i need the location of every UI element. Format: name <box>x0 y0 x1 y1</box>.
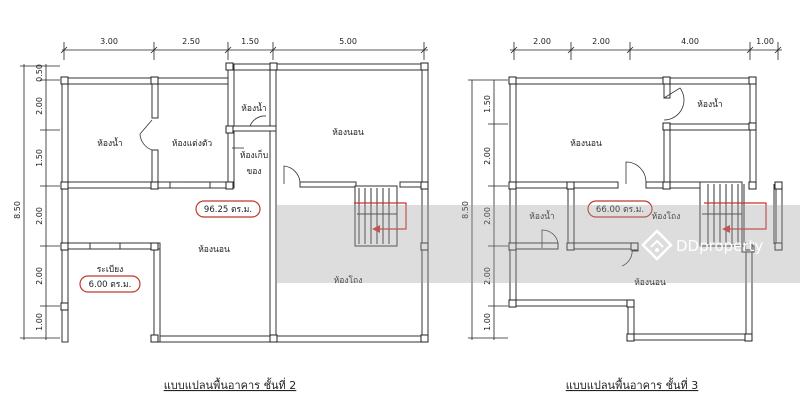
room-dressing: ห้องแต่งตัว <box>172 138 213 149</box>
balcony-area-badge-text: 6.00 ตร.ม. <box>89 280 132 290</box>
dim-top-1: 2.00 <box>533 37 551 46</box>
dim-left-3: 1.50 <box>35 149 44 167</box>
room-bedroom-1: ห้องนอน <box>570 138 602 149</box>
dim-top-4: 1.00 <box>756 37 774 46</box>
dim-left-total: 8.50 <box>461 201 470 219</box>
watermark: DDproperty <box>275 205 800 283</box>
left-dimensions-floor-3: 1.50 2.00 2.00 2.00 1.00 8.50 <box>461 79 508 340</box>
room-bathroom-2: ห้องน้ำ <box>529 210 554 222</box>
room-hall: ห้องโถง <box>334 275 363 286</box>
area-badge-floor-2 <box>195 200 261 218</box>
room-storage-line-1: ห้องเก็บ <box>240 149 268 161</box>
area-badge-floor-2-text: 96.25 ตร.ม. <box>204 205 252 215</box>
doors-floor-3 <box>541 87 685 267</box>
top-dimensions-floor-2: 3.00 2.50 1.50 5.00 <box>60 37 428 60</box>
floor-plan-2: 3.00 2.50 1.50 5.00 0.50 2.00 1.50 2.00 … <box>13 37 429 392</box>
top-dimensions-floor-3: 2.00 2.00 4.00 1.00 <box>510 37 782 60</box>
dim-left-3: 2.00 <box>483 207 492 225</box>
columns-floor-2 <box>60 62 429 343</box>
room-storage-line-2: ของ <box>246 167 261 177</box>
room-bathroom-1: ห้องน้ำ <box>97 137 122 149</box>
dim-top-1: 3.00 <box>100 37 118 46</box>
dim-left-total: 8.50 <box>13 201 22 219</box>
dim-top-2: 2.00 <box>592 37 610 46</box>
room-bedroom-2: ห้องนอน <box>634 277 666 288</box>
balcony-area-badge <box>79 275 141 293</box>
dim-left-1: 1.50 <box>483 95 492 113</box>
dim-left-1: 0.50 <box>35 64 44 82</box>
arrow-head-left-icon <box>372 225 380 233</box>
dim-top-2: 2.50 <box>182 37 200 46</box>
doors-floor-2 <box>89 115 301 249</box>
caption-floor-3: แบบแปลนพื้นอาคาร ชั้นที่ 3 <box>566 377 699 392</box>
room-bathroom: ห้องน้ำ <box>697 98 722 110</box>
dim-left-4: 2.00 <box>35 207 44 225</box>
room-balcony: ระเบียง <box>97 264 124 275</box>
dim-left-5: 1.00 <box>483 313 492 331</box>
room-bathroom-2: ห้องน้ำ <box>241 102 266 114</box>
arrow-head-left-icon <box>722 225 730 233</box>
left-dimensions-floor-2: 0.50 2.00 1.50 2.00 2.00 1.00 8.50 <box>13 64 60 340</box>
area-badge-floor-3-text: 66.00 ตร.ม. <box>596 205 644 215</box>
watermark-text: DDproperty <box>676 237 763 255</box>
dim-top-3: 4.00 <box>681 37 699 46</box>
floor-plan-3: 2.00 2.00 4.00 1.00 1.50 2.00 2.00 2.00 … <box>461 37 783 392</box>
room-bedroom-1: ห้องนอน <box>332 127 364 138</box>
stair-floor-2 <box>357 188 397 244</box>
ddproperty-logo-icon <box>641 229 673 261</box>
dim-left-2: 2.00 <box>483 147 492 165</box>
dim-top-4: 5.00 <box>339 37 357 46</box>
columns-floor-3 <box>508 76 783 342</box>
stair-floor-3 <box>702 184 775 244</box>
dim-left-4: 2.00 <box>483 267 492 285</box>
room-bedroom-2: ห้องนอน <box>198 244 230 255</box>
dim-left-5: 2.00 <box>35 267 44 285</box>
dim-left-6: 1.00 <box>35 313 44 331</box>
dim-top-3: 1.50 <box>241 37 259 46</box>
room-hall: ห้องโถง <box>652 211 681 222</box>
stair-arrow-floor-3 <box>704 202 767 233</box>
area-badge-floor-3 <box>587 200 653 218</box>
dim-left-2: 2.00 <box>35 97 44 115</box>
caption-floor-2: แบบแปลนพื้นอาคาร ชั้นที่ 2 <box>164 377 297 392</box>
stair-arrow-floor-2 <box>354 202 407 233</box>
